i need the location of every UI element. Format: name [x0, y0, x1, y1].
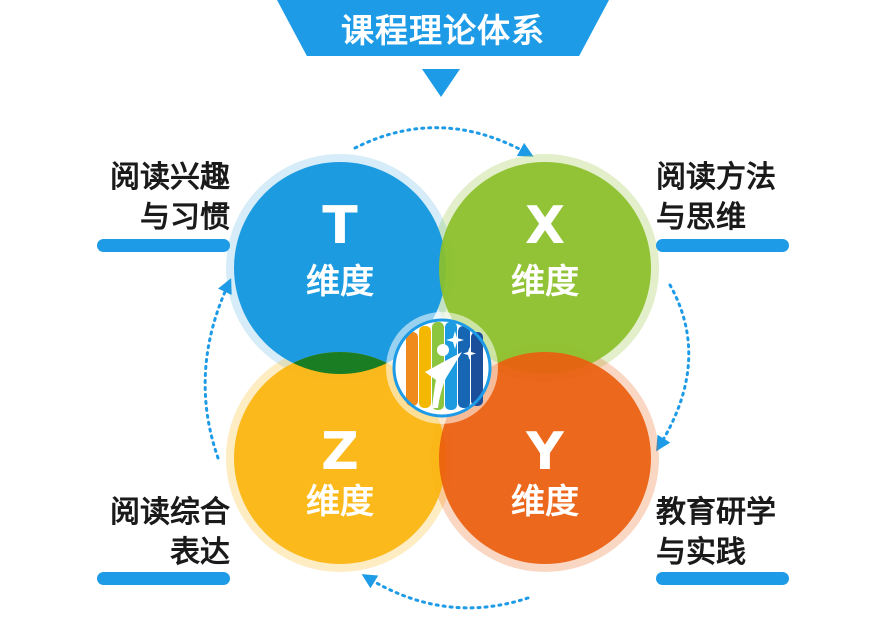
dimension-z-word: 维度	[306, 482, 374, 522]
dimension-y-word: 维度	[511, 482, 579, 522]
label-bottom-left: 阅读综合 表达	[40, 493, 230, 573]
label-top-left-line2: 与习惯	[140, 200, 230, 235]
arc-bottom-arrow	[361, 574, 530, 610]
label-top-left-line1: 阅读兴趣	[110, 160, 230, 195]
dimension-t-word: 维度	[306, 262, 374, 302]
dimension-x-letter: X	[524, 196, 566, 256]
label-top-right: 阅读方法 与思维	[656, 158, 856, 238]
label-bottom-right: 教育研学 与实践	[656, 493, 856, 573]
label-bottom-right-bar	[656, 572, 789, 585]
dimension-z-letter: Z	[321, 422, 359, 482]
label-bottom-right-line1: 教育研学	[656, 495, 776, 530]
label-top-left: 阅读兴趣 与习惯	[40, 158, 230, 238]
label-bottom-right-line2: 与实践	[656, 535, 746, 570]
dimension-y-letter: Y	[526, 422, 564, 482]
label-bottom-left-bar	[97, 572, 230, 585]
circle-t	[234, 162, 446, 374]
title-banner: 课程理论体系	[277, 0, 609, 56]
label-top-right-line2: 与思维	[656, 200, 746, 235]
circle-z	[234, 352, 446, 564]
label-top-right-line1: 阅读方法	[656, 160, 776, 195]
dimension-x-word: 维度	[511, 262, 579, 302]
circle-y	[439, 352, 651, 564]
label-bottom-left-line1: 阅读综合	[110, 495, 230, 530]
reader-logo-icon	[386, 312, 498, 424]
arc-right-arrow	[656, 283, 691, 452]
label-top-right-bar	[656, 239, 789, 252]
label-bottom-left-line2: 表达	[170, 535, 230, 570]
dimension-t-letter: T	[322, 196, 358, 256]
down-arrow-icon	[422, 69, 460, 97]
arc-top-arrow	[353, 126, 534, 157]
arc-left-arrow	[203, 278, 232, 460]
circle-x	[439, 162, 651, 374]
label-top-left-bar	[97, 239, 230, 252]
page-title: 课程理论体系	[341, 11, 545, 50]
